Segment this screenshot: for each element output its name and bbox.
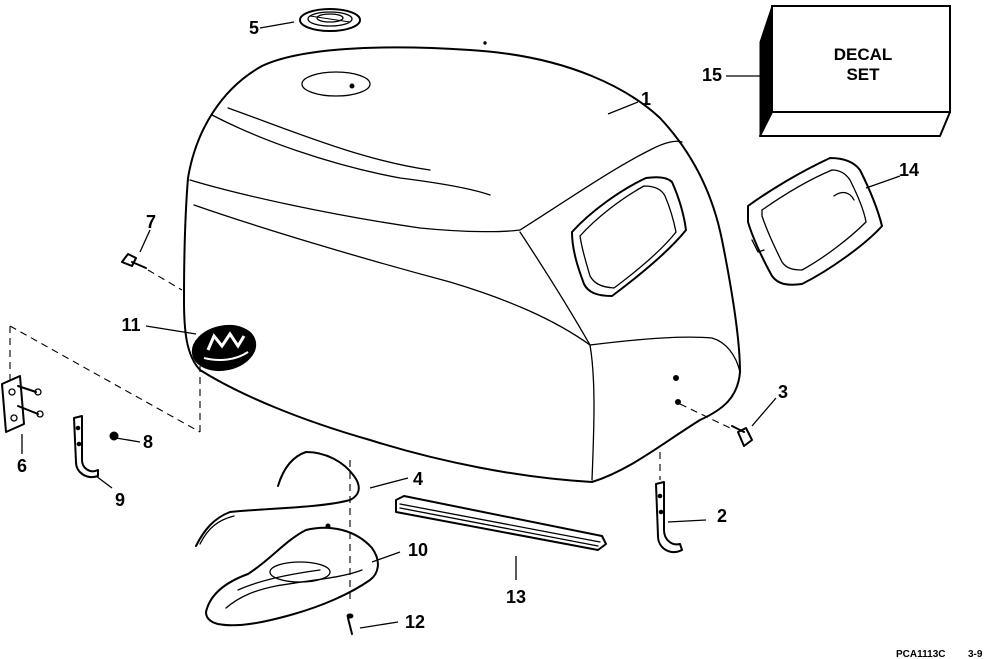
engine-cover [183,41,741,483]
nut-8 [109,431,119,441]
grommet-plug [299,8,361,32]
bolt-3 [679,403,753,447]
leader-lines [21,21,901,629]
callout-14: 14 [899,160,919,180]
callout-12: 12 [405,612,425,632]
figure-code: PCA1113C [896,649,945,659]
callout-13: 13 [506,587,526,607]
seal-gasket [195,451,360,547]
callout-6: 6 [17,456,27,476]
callout-15: 15 [702,65,722,85]
rubber-strip [395,495,607,551]
callout-1: 1 [641,89,651,109]
callout-labels: 1 2 3 4 5 6 7 8 9 10 11 12 13 14 15 [17,18,919,632]
decal-set-line1: DECAL [834,45,893,64]
callout-7: 7 [146,212,156,232]
latch-hook-9 [73,415,99,478]
callout-2: 2 [717,506,727,526]
decal-set-line2: SET [846,65,880,84]
callout-9: 9 [115,490,125,510]
callout-10: 10 [408,540,428,560]
callout-3: 3 [778,382,788,402]
mounting-plate [1,375,44,433]
callout-5: 5 [249,18,259,38]
decal-set-box: DECAL SET [759,5,951,137]
assembly-line-left [9,325,201,433]
latch-bracket-2 [655,452,683,554]
callout-4: 4 [413,469,423,489]
badge-decal [191,324,257,372]
callout-11: 11 [121,315,140,335]
page-ref: 3-9 [968,649,983,659]
screw-12 [346,613,354,635]
window-frame [747,157,883,286]
callout-8: 8 [143,432,153,452]
screw-7 [121,253,183,291]
lower-tray [205,523,379,627]
